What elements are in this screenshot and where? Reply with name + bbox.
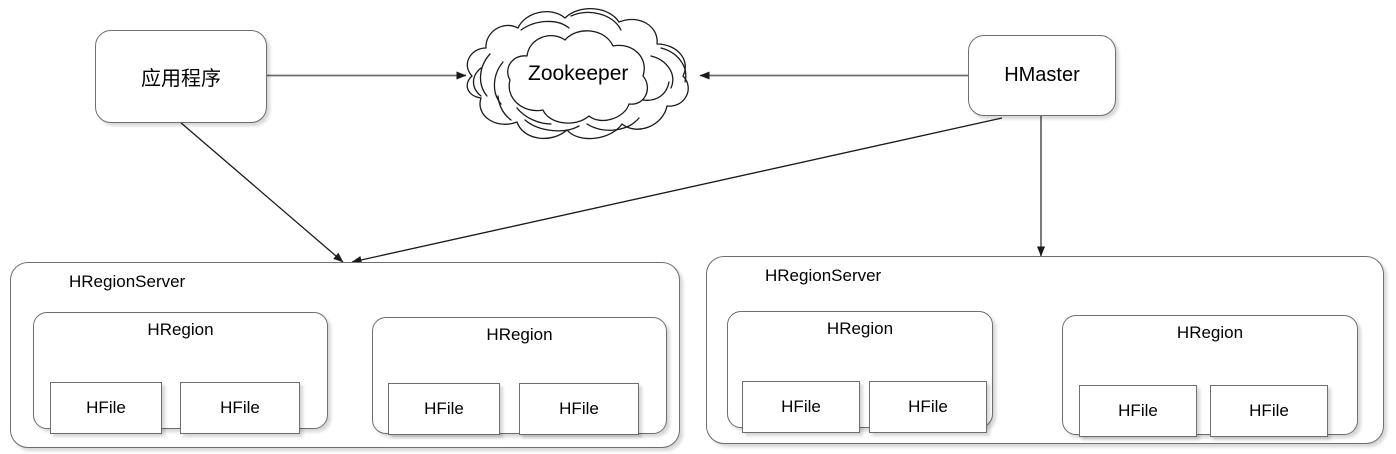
server-right-region-0-label: HRegion (826, 319, 894, 338)
server-right-label: HRegionServer (765, 266, 882, 285)
node-zookeeper[interactable] (455, 4, 705, 144)
node-hmaster[interactable]: HMaster (968, 35, 1116, 116)
server-left-region-0-hfile-0[interactable]: HFile (50, 382, 162, 434)
hfile-label: HFile (220, 398, 260, 417)
server-right-region-1-hfile-0[interactable]: HFile (1079, 385, 1197, 437)
server-left-region-1-hfile-1[interactable]: HFile (519, 383, 639, 435)
server-left-region-1-label: HRegion (486, 325, 553, 344)
node-hmaster-label: HMaster (1004, 64, 1080, 86)
server-right-region-0-hfile-0[interactable]: HFile (742, 381, 860, 433)
server-right-region-0-hfile-1[interactable]: HFile (869, 381, 987, 433)
server-left-region-0-label: HRegion (147, 320, 214, 339)
hfile-label: HFile (559, 399, 599, 418)
server-right-region-1-label: HRegion (1176, 323, 1244, 342)
edge-application-to-server-left (179, 121, 344, 263)
server-left-region-0-hfile-1[interactable]: HFile (180, 382, 300, 434)
server-left-region-1-hfile-0[interactable]: HFile (388, 383, 500, 435)
hfile-label: HFile (424, 399, 464, 418)
node-application[interactable]: 应用程序 (95, 30, 267, 123)
hfile-label: HFile (908, 397, 948, 416)
server-left-label: HRegionServer (69, 272, 186, 291)
hfile-label: HFile (1249, 401, 1289, 420)
server-right-region-1-hfile-1[interactable]: HFile (1210, 385, 1328, 437)
hfile-label: HFile (781, 397, 821, 416)
hfile-label: HFile (1118, 401, 1158, 420)
hfile-label: HFile (86, 398, 126, 417)
node-zookeeper-label: Zookeeper (528, 62, 629, 85)
node-application-label: 应用程序 (141, 68, 221, 90)
